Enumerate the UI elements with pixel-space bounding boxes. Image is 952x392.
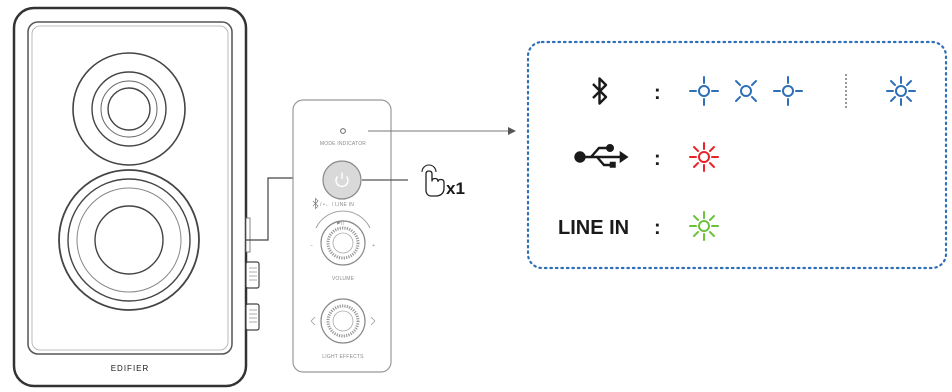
tweeter [72, 52, 186, 166]
mode-indicator-label: MODE INDICATOR [320, 141, 366, 147]
svg-text:−: − [310, 243, 313, 249]
bluetooth-led-blink-on-1 [689, 76, 719, 106]
usb-icon [574, 143, 629, 168]
finger-tap-icon [421, 164, 445, 197]
bluetooth-led-steady [886, 76, 916, 106]
volume-knob[interactable]: − + ▶|| [310, 210, 375, 266]
play-pause-icon: ▶|| [337, 220, 344, 226]
light-effects-label: LIGHT EFFECTS [322, 354, 364, 360]
press-count: x1 [446, 179, 465, 198]
connector-line [246, 177, 293, 241]
woofer [58, 169, 200, 311]
legend-separator: : [654, 217, 661, 239]
source-label: / •← / LINE IN [320, 202, 354, 208]
svg-text:+: + [372, 243, 375, 249]
speaker: EDIFIER [12, 6, 260, 388]
mode-indicator-led [340, 128, 346, 134]
bluetooth-led-blink-off [735, 80, 757, 102]
volume-label: VOLUME [332, 276, 355, 282]
bluetooth-icon [592, 77, 608, 105]
speaker-brand: EDIFIER [111, 364, 150, 373]
legend-row-bluetooth: : [592, 74, 916, 108]
bluetooth-icon [312, 197, 319, 210]
source-label-row: / •← / LINE IN [312, 197, 354, 210]
usb-led-steady [689, 142, 719, 172]
power-button[interactable] [322, 160, 362, 200]
line-in-led-steady [689, 211, 719, 241]
line-in-label: LINE IN [558, 217, 629, 239]
power-icon [335, 172, 349, 188]
led-legend-callout: : [526, 40, 948, 270]
bluetooth-led-blink-on-2 [773, 76, 803, 106]
legend-separator: : [654, 148, 661, 170]
indicator-pointer-line [368, 127, 516, 135]
legend-row-line-in: LINE IN : [558, 211, 719, 241]
light-effects-knob[interactable] [310, 298, 376, 344]
control-panel: MODE INDICATOR / •← / LINE IN − + ▶|| VO… [292, 99, 392, 373]
legend-row-usb: : [574, 142, 719, 172]
speaker-side-knobs [245, 217, 260, 331]
legend-separator: : [654, 82, 661, 104]
